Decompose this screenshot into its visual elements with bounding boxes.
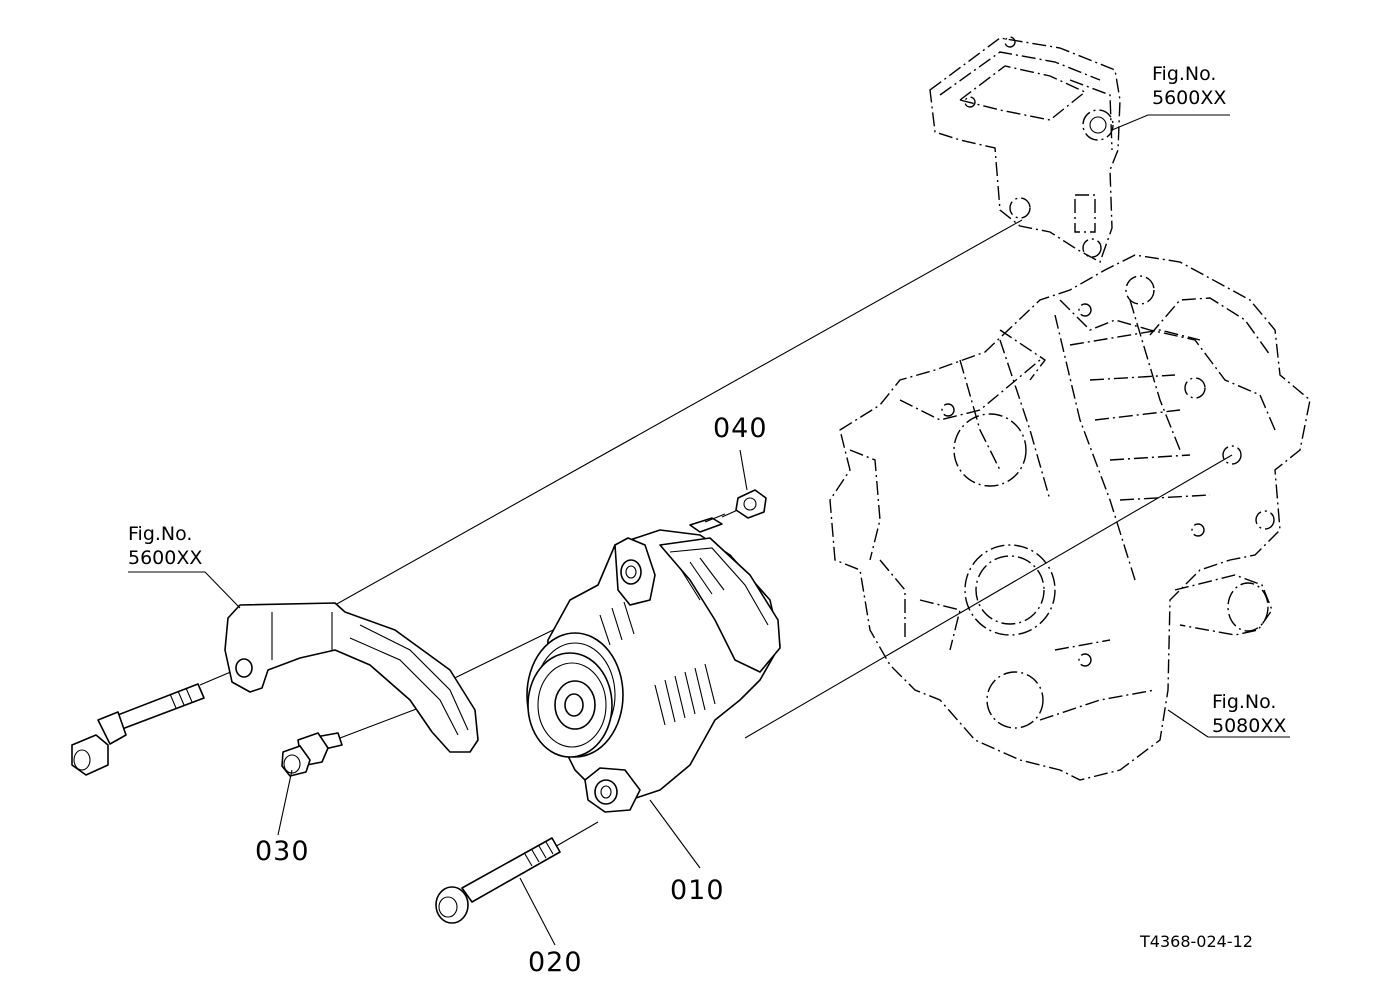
figure-reference-left-number: 5600XX: [128, 547, 203, 569]
bolt-020: [435, 837, 561, 924]
callout-020: 020: [528, 947, 583, 978]
leader-030: [277, 769, 293, 836]
alignment-line-lower: [744, 454, 1233, 739]
leader-020: [519, 877, 556, 946]
figure-reference-right: Fig.No. 5080XX: [1212, 690, 1286, 738]
bolt-030: [281, 732, 343, 777]
upper-mounting-bracket: [929, 36, 1121, 264]
alternator: [526, 513, 781, 813]
figure-reference-right-label: Fig.No.: [1212, 691, 1277, 713]
alignment-line-bolt020: [552, 821, 599, 849]
leader-040: [739, 449, 748, 491]
leader-fig-left: [128, 571, 241, 609]
callout-010: 010: [670, 875, 725, 906]
adjusting-bracket: [224, 602, 479, 753]
figure-reference-right-number: 5080XX: [1212, 715, 1287, 737]
drawing-code: T4368-024-12: [1140, 932, 1253, 951]
gear-case: [829, 254, 1311, 781]
nut-040: [735, 489, 767, 519]
figure-reference-left: Fig.No. 5600XX: [128, 522, 202, 570]
figure-reference-top-label: Fig.No.: [1152, 63, 1217, 85]
figure-reference-top: Fig.No. 5600XX: [1152, 62, 1226, 110]
callout-030: 030: [255, 836, 310, 867]
callout-040: 040: [713, 413, 768, 444]
adjusting-bolt: [71, 683, 205, 776]
leader-fig-top: [1111, 114, 1230, 131]
figure-reference-top-number: 5600XX: [1152, 87, 1227, 109]
leader-fig-right: [1167, 709, 1290, 738]
figure-reference-left-label: Fig.No.: [128, 523, 193, 545]
leader-010: [649, 799, 701, 869]
alignment-line-upper: [334, 219, 1023, 606]
